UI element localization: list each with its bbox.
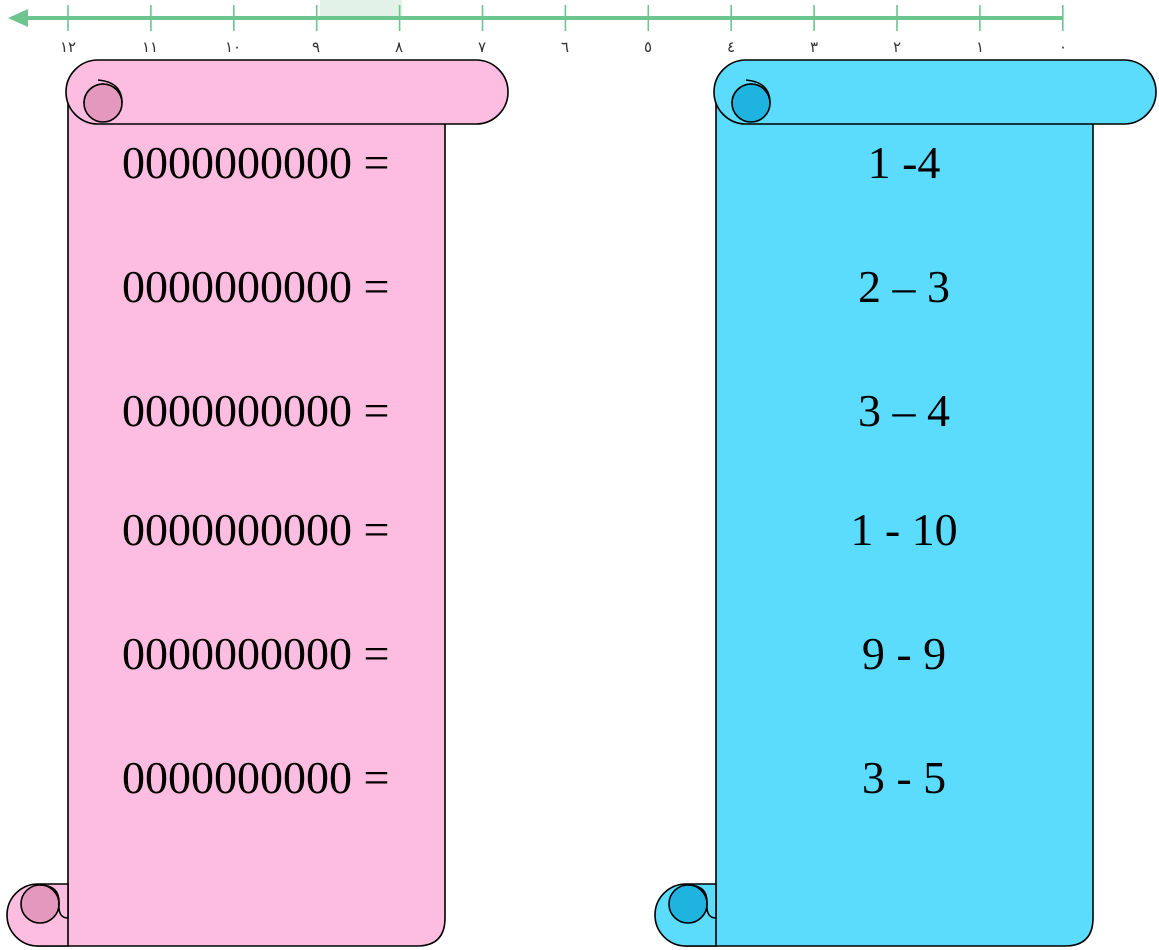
number-line [8,0,1064,31]
left-scroll-bottom-curl-line [39,884,69,919]
tick-label: ١٠ [224,38,242,56]
tick-label: ٣ [809,38,819,56]
tick-label: ٠ [1058,38,1068,56]
answer-blank[interactable]: 0000000000 = [122,504,390,555]
right-scroll-body [683,91,1094,947]
answer-blank[interactable]: 0000000000 = [122,137,390,188]
answer-blank[interactable]: 0000000000 = [122,261,390,312]
tick-label: ٧ [477,38,487,56]
right-scroll-bottom-curl-line [687,884,717,919]
subtraction-problem: 1 - 10 [850,504,958,555]
left-scroll-top-roll [65,59,509,125]
right-scroll [654,59,1157,947]
tick-label: ٢ [892,38,902,56]
subtraction-problem: 9 - 9 [861,628,947,679]
number-line-highlight [320,0,402,18]
subtraction-problem: 3 - 5 [861,752,947,803]
tick-label: ١٢ [59,38,77,56]
answer-blank[interactable]: 0000000000 = [122,628,390,679]
tick-label: ٥ [643,38,653,56]
tick-label: ٤ [726,38,736,56]
left-scroll [6,59,509,947]
right-scroll-bottom-curl-icon [668,884,708,924]
left-scroll-body [35,91,446,947]
tick-label: ٩ [311,38,321,56]
right-scroll-top-roll [713,59,1157,125]
tick-label: ٨ [394,38,404,56]
right-scroll-top-curl-line [731,79,771,104]
number-line-arrow-icon [8,9,28,27]
answer-blank[interactable]: 0000000000 = [122,752,390,803]
tick-label: ٦ [560,38,570,56]
left-scroll-bottom-curl-icon [20,884,60,924]
subtraction-problem: 2 – 3 [858,261,950,312]
number-line-ticks [67,5,1064,31]
subtraction-problem: 1 -4 [867,137,941,188]
answer-blank[interactable]: 0000000000 = [122,385,390,436]
subtraction-problem: 3 – 4 [858,385,950,436]
tick-label: ١١ [141,38,159,56]
tick-label: ١ [975,38,985,56]
left-scroll-top-curl-line [83,79,123,104]
